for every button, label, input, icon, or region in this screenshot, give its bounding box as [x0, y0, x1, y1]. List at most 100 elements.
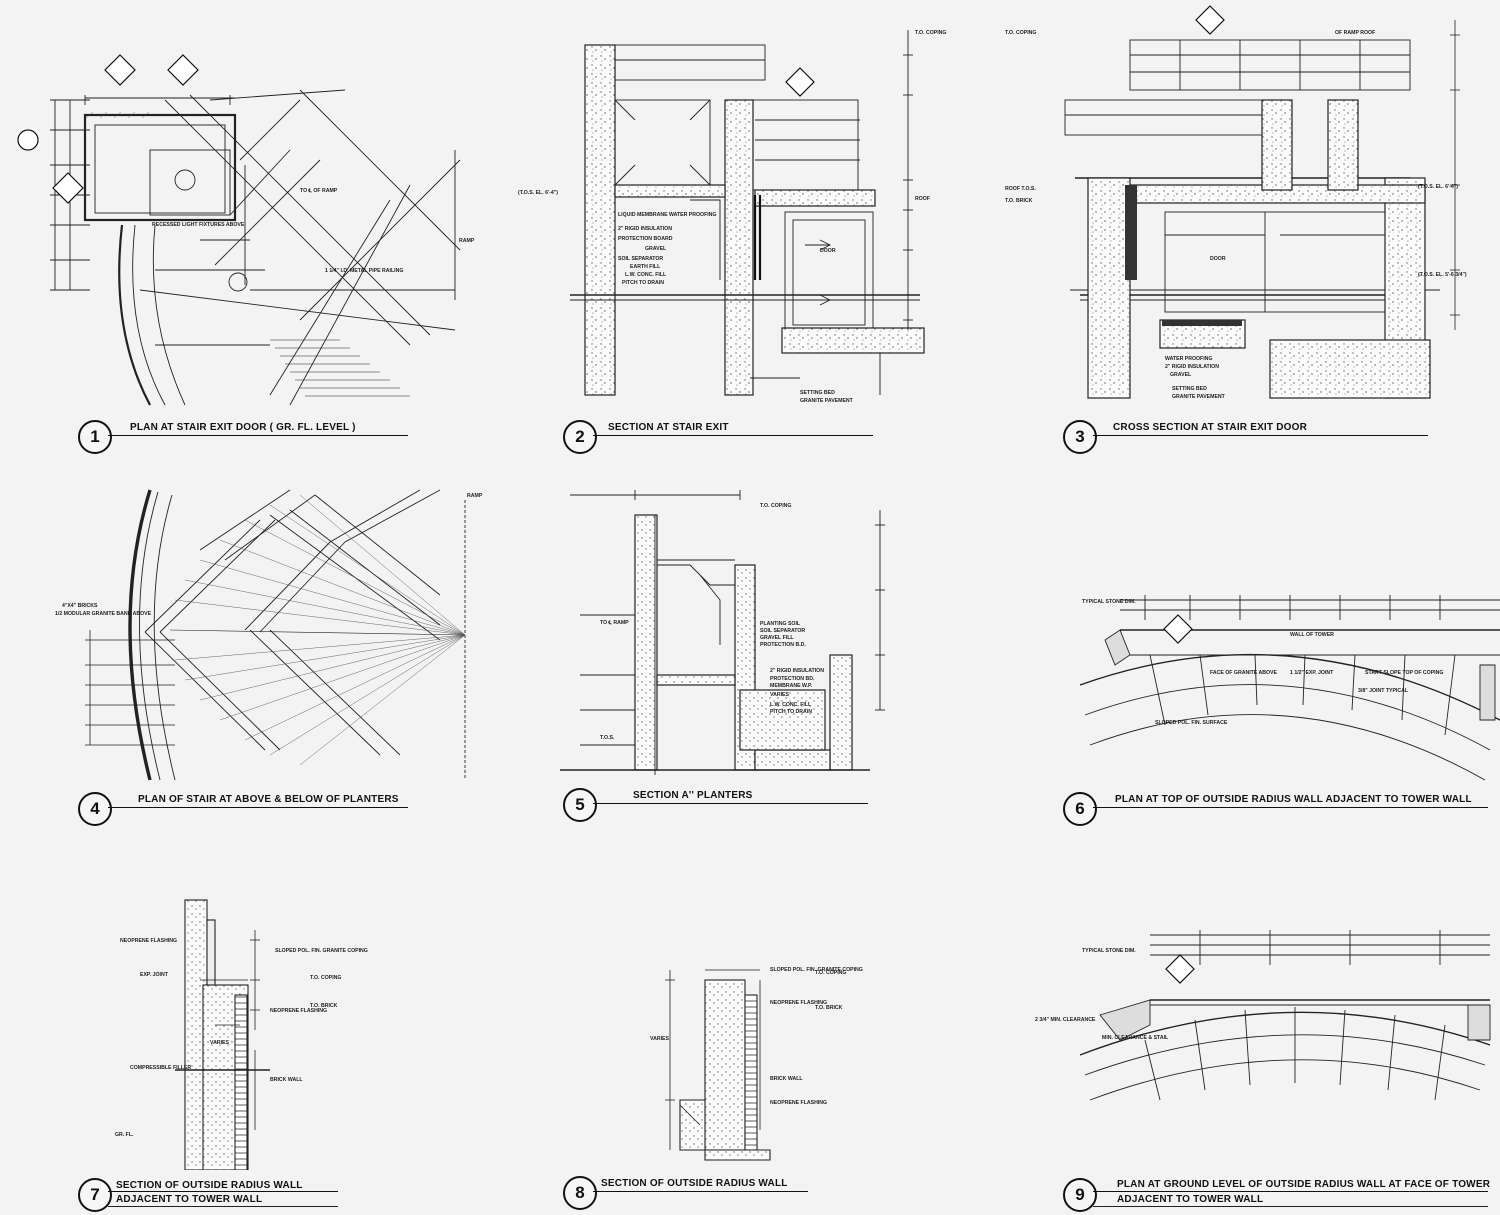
note-gravel-3: GRAVEL	[1170, 372, 1192, 378]
note-roof: ROOF	[915, 196, 930, 202]
note-waterproof: WATER PROOFING	[1165, 356, 1213, 362]
detail-5-number-bubble: 5	[563, 788, 597, 822]
note-roof-tos: ROOF T.O.S.	[1005, 186, 1036, 192]
detail-2-caption: 2 SECTION AT STAIR EXIT	[563, 420, 873, 454]
detail-2-section-stair-exit: LIQUID MEMBRANE WATER PROOFING 2" RIGID …	[500, 0, 970, 450]
note-typical-stone-6: TYPICAL STONE DIM.	[1082, 599, 1136, 605]
detail-5-drawing	[560, 490, 885, 775]
detail-1-title: PLAN AT STAIR EXIT DOOR ( GR. FL. LEVEL …	[130, 422, 356, 433]
detail-8-section-radius-wall: SLOPED POL. FIN. GRANITE COPING T.O. COP…	[620, 950, 880, 1170]
note-neoprene2-7: NEOPRENE FLASHING	[270, 1008, 328, 1014]
note-gravel-5: GRAVEL FILL	[760, 635, 794, 641]
detail-6-drawing	[1079, 595, 1500, 781]
detail-2-drawing	[570, 30, 925, 396]
note-coping: T.O. COPING	[915, 30, 947, 36]
detail-9-title-rule	[1093, 1191, 1488, 1192]
detail-4-title-rule	[108, 807, 408, 808]
detail-9-plan-ground-radius-wall: TYPICAL STONE DIM. 2 3/4" MIN. CLEARANCE…	[1035, 915, 1500, 1165]
detail-6-caption: 6 PLAN AT TOP OF OUTSIDE RADIUS WALL ADJ…	[1063, 792, 1488, 826]
detail-7-title-rule	[108, 1191, 338, 1192]
detail-6-plan-top-radius-wall: TYPICAL STONE DIM. WALL OF TOWER FACE OF…	[1060, 570, 1500, 790]
detail-3-caption: 3 CROSS SECTION AT STAIR EXIT DOOR	[1063, 420, 1428, 454]
detail-7-title-line2: ADJACENT TO TOWER WALL	[116, 1194, 263, 1205]
note-protection2-5: PROTECTION BD.	[770, 676, 815, 682]
note-tos2-3: (T.O.S. EL. 5'-6 3/4")	[1418, 272, 1467, 278]
detail-1-drawing	[17, 54, 461, 406]
note-neoprene-7: NEOPRENE FLASHING	[120, 938, 178, 944]
note-concrete-5: L.W. CONC. FILL	[770, 702, 812, 708]
note-lw-concrete: L.W. CONC. FILL	[625, 272, 667, 278]
detail-1-title-rule	[108, 435, 408, 436]
note-membrane-5: MEMBRANE W.P.	[770, 683, 813, 689]
detail-4-plan-stair-planters: 4"X4" BRICKS 1/2 MODULAR GRANITE BAND AB…	[0, 480, 482, 790]
note-insulation-5: 2" RIGID INSULATION	[770, 668, 824, 674]
note-clearance2-9: MIN. CLEARANCE & STAIL	[1102, 1035, 1169, 1041]
detail-8-title: SECTION OF OUTSIDE RADIUS WALL	[601, 1178, 788, 1189]
detail-4-caption: 4 PLAN OF STAIR AT ABOVE & BELOW OF PLAN…	[78, 792, 408, 826]
note-tos-5: T.O.S.	[600, 735, 615, 741]
detail-2-title-rule	[593, 435, 873, 436]
detail-7-drawing	[175, 899, 270, 1170]
detail-2-number-bubble: 2	[563, 420, 597, 454]
detail-8-title-rule	[593, 1191, 808, 1192]
note-tos1-3: (T.O.S. EL. 6'-4")	[1418, 184, 1459, 190]
detail-9-drawing	[1079, 930, 1491, 1101]
detail-9-number-bubble: 9	[1063, 1178, 1097, 1212]
note-soil-sep-5: SOIL SEPARATOR	[760, 628, 806, 634]
note-door-3: DOOR	[1210, 256, 1226, 262]
detail-9-title: PLAN AT GROUND LEVEL OF OUTSIDE RADIUS W…	[1117, 1179, 1491, 1190]
detail-5-section-planters: T.O. COPING PLANTING SOIL SOIL SEPARATOR…	[560, 480, 960, 790]
detail-9-title-line2: ADJACENT TO TOWER WALL	[1117, 1194, 1264, 1205]
detail-7-caption: 7 SECTION OF OUTSIDE RADIUS WALL ADJACEN…	[78, 1178, 338, 1212]
detail-3-title: CROSS SECTION AT STAIR EXIT DOOR	[1113, 422, 1308, 433]
note-coping-5: T.O. COPING	[760, 503, 792, 509]
note-brick-8: T.O. BRICK	[815, 1005, 843, 1011]
note-exp-joint-7: EXP. JOINT	[140, 972, 168, 978]
note-brickwall-8: BRICK WALL	[770, 1076, 803, 1082]
note-sloped-coping-7: SLOPED POL. FIN. GRANITE COPING	[275, 948, 368, 954]
note-tos-elevation: (T.O.S. EL. 6'-4")	[518, 190, 559, 196]
detail-8-drawing	[665, 969, 771, 1161]
note-bricks: 4"X4" BRICKS	[62, 603, 98, 609]
note-door: DOOR	[820, 248, 836, 254]
note-protection-board: PROTECTION BOARD	[618, 236, 673, 242]
note-ramp: RAMP	[459, 238, 475, 244]
note-varies-7: VARIES	[210, 1040, 229, 1046]
note-brick-7: T.O. BRICK	[310, 1003, 338, 1009]
detail-5-title: SECTION A'' PLANTERS	[633, 790, 753, 801]
note-neoprene2-8: NEOPRENE FLASHING	[770, 1100, 828, 1106]
note-planting-soil: PLANTING SOIL	[760, 621, 801, 627]
note-varies-8: VARIES	[650, 1036, 669, 1042]
note-coping-3: T.O. COPING	[1005, 30, 1037, 36]
note-sloped-coping-8: SLOPED POL. FIN. GRANITE COPING	[770, 967, 863, 973]
note-face-granite: FACE OF GRANITE ABOVE	[1210, 670, 1277, 676]
note-to-cl-ramp: TO ℄ OF RAMP	[300, 188, 338, 194]
detail-9-caption: 9 PLAN AT GROUND LEVEL OF OUTSIDE RADIUS…	[1063, 1178, 1491, 1212]
note-pitch: PITCH TO DRAIN	[622, 280, 664, 286]
note-slope-coping: START SLOPE TOP OF COPING	[1365, 670, 1444, 676]
note-filler-7: COMPRESSIBLE FILLER	[130, 1065, 192, 1071]
note-coping-8: T.O. COPING	[815, 970, 847, 976]
note-clearance-9: 2 3/4" MIN. CLEARANCE	[1035, 1017, 1096, 1023]
detail-1-caption: 1 PLAN AT STAIR EXIT DOOR ( GR. FL. LEVE…	[78, 420, 408, 454]
detail-3-drawing	[1064, 5, 1460, 399]
note-recessed-light: RECESSED LIGHT FIXTURES ABOVE	[152, 222, 245, 228]
detail-4-title: PLAN OF STAIR AT ABOVE & BELOW OF PLANTE…	[138, 794, 399, 805]
note-neoprene-8: NEOPRENE FLASHING	[770, 1000, 828, 1006]
detail-2-title: SECTION AT STAIR EXIT	[608, 422, 729, 433]
note-rigid-insulation: 2" RIGID INSULATION	[618, 226, 672, 232]
detail-5-title-rule	[593, 803, 868, 804]
note-ramp-roof: OF RAMP ROOF	[1335, 30, 1376, 36]
note-grfl-7: GR. FL.	[115, 1132, 134, 1138]
detail-4-number-bubble: 4	[78, 792, 112, 826]
detail-1-number-bubble: 1	[78, 420, 112, 454]
note-setting-bed: SETTING BED	[800, 390, 835, 396]
detail-5-caption: 5 SECTION A'' PLANTERS	[563, 788, 868, 822]
detail-1-plan-stair-exit: RECESSED LIGHT FIXTURES ABOVE 1 1/4" I.D…	[0, 0, 474, 450]
detail-8-number-bubble: 8	[563, 1176, 597, 1210]
detail-7-number-bubble: 7	[78, 1178, 112, 1212]
detail-3-number-bubble: 3	[1063, 420, 1097, 454]
note-soil-separator: SOIL SEPARATOR	[618, 256, 664, 262]
detail-7-title: SECTION OF OUTSIDE RADIUS WALL	[116, 1180, 303, 1191]
